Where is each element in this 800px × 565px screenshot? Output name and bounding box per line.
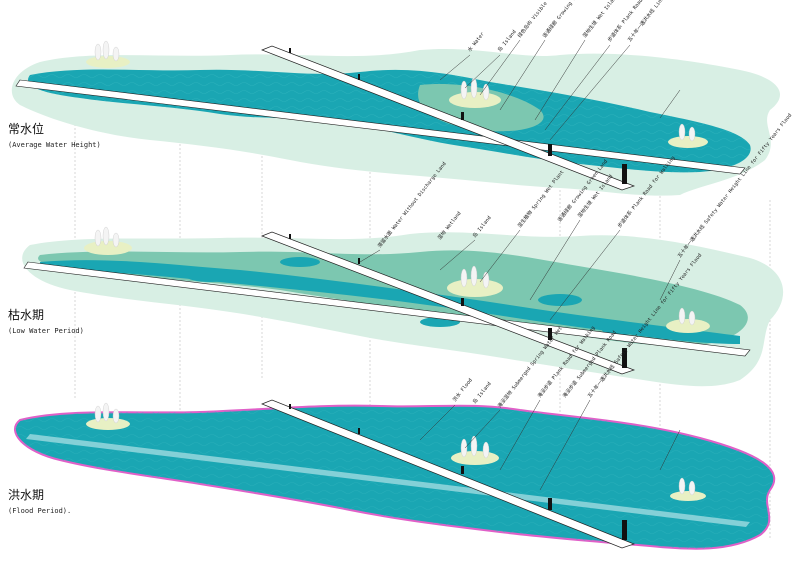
callout-leaders [359, 39, 681, 491]
layer-title-flood-zh: 洪水期 [8, 488, 45, 502]
people-figures [289, 48, 627, 540]
layer-low-water [22, 231, 784, 387]
pond-low-4 [602, 325, 638, 335]
layer-flood [14, 399, 776, 550]
pond-low-2 [280, 257, 320, 267]
layer-low-levee [23, 261, 751, 357]
island-flood-right [670, 491, 706, 501]
layer-title-low-en: (Low Water Period) [8, 327, 84, 335]
layer-title-flood-en: (Flood Period). [8, 507, 72, 515]
layer-title-low-zh: 枯水期 [8, 308, 45, 322]
layer-flood-levee-submerged [26, 434, 750, 527]
pond-low-3 [538, 294, 582, 306]
layer-flood-ripples [14, 405, 775, 549]
layer-title-average-en: (Average Water Height) [8, 141, 101, 149]
layer-average-water [11, 45, 780, 196]
island-trees [94, 40, 696, 496]
callout-label: 岛 Island [471, 380, 493, 405]
layer-low-walkway [261, 231, 636, 375]
island-average-right [668, 136, 708, 148]
callout-label: 洪水 Flood [451, 377, 474, 403]
pond-low-1 [186, 270, 234, 282]
layer-average-walkway [261, 45, 636, 191]
callout-label: 水 Water [466, 31, 486, 53]
callout-label: 岛 Island [496, 28, 518, 53]
layer-flood-walkway [261, 399, 636, 549]
layer-title-average-zh: 常水位 [8, 122, 45, 136]
island-low-right [666, 319, 710, 333]
